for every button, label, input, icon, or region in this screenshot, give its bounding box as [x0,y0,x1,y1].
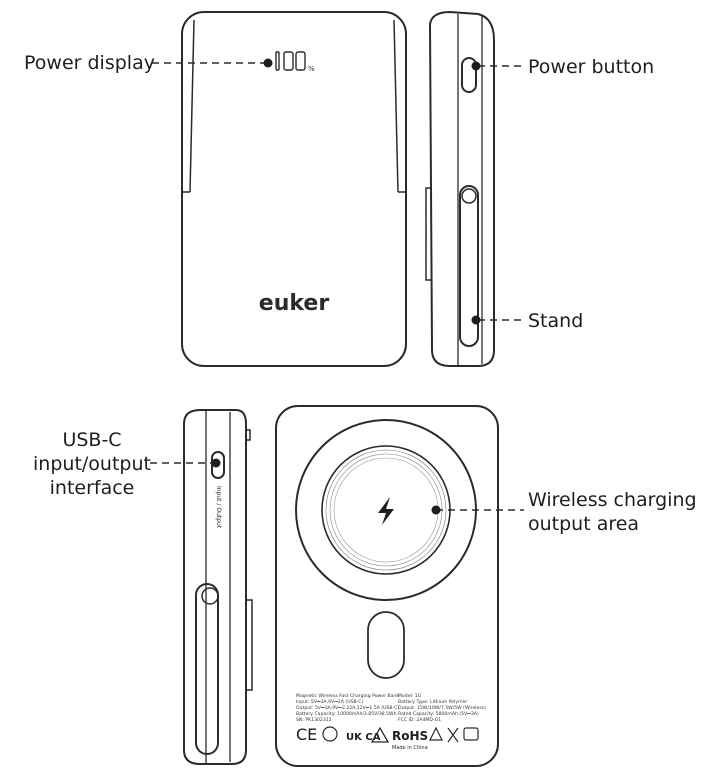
label-wireless-line1: Wireless charging [528,489,697,511]
dot-usb-c [211,458,221,468]
plate-col1-line1: Magnetic Wireless Fast Charging Power Ba… [296,693,399,699]
made-in-text: Made in China [392,745,428,751]
label-usb-c-line3: interface [49,477,135,499]
label-usb-c-line1: USB-C [62,429,122,451]
dot-power-button [471,61,481,71]
display-unit: % [308,65,315,73]
plate-col2-line4: Rated Capacity: 5800mAh (5V⎓3A) [398,711,479,717]
usb-side-body-outline [183,409,247,765]
plate-col1-line3: Output: 5V⎓3A,9V⎓2.22A,12V⎓1.5A (USB-C) [296,705,399,711]
plate-col1-line2: Input: 5V⎓3A,9V⎓2A (USB-C) [296,699,364,705]
plate-col1-line5: SN: PK1302312 [296,717,332,723]
dot-power-display [263,58,273,68]
label-power-display: Power display [24,52,155,74]
plane-icon [463,727,479,741]
label-plate: Magnetic Wireless Fast Charging Power Ba… [296,693,486,723]
plate-col2-line2: Battery Type: Lithium Polymer [398,699,467,705]
side-body-outline [428,10,495,367]
lanyard-slot [367,611,405,679]
side-recess [425,187,432,281]
dot-stand [471,315,481,325]
warning-triangle-icon [370,726,390,743]
label-wireless-line2: output area [528,513,640,535]
side-view-right [425,10,495,367]
callout-leaders [150,62,524,511]
power-display-digits [275,51,306,71]
back-view: CE UK CA RoHS Made in China [275,405,499,767]
callout-dots [211,58,481,515]
back-body-outline [275,405,499,767]
ukca-mark: UK CA [346,732,381,743]
weee-bin-icon [447,727,459,743]
port-side-text: Input / Output [215,486,222,529]
stand-shape-left [195,583,219,755]
stand-shape [459,185,479,347]
front-body-outline [181,11,407,367]
front-view: % euker [181,11,407,367]
label-stand: Stand [528,310,584,332]
plate-col2-line3: Output: 15W/10W/7.5W/5W (Wireless) [398,705,486,711]
dot-wireless [431,505,441,515]
recycle-icon [429,726,443,741]
rohs-mark: RoHS [392,729,428,743]
plate-col2-line1: Model: 1G [398,693,422,699]
front-side-seams [189,19,399,193]
label-power-button: Power button [528,56,655,78]
brand-logo: euker [259,291,330,316]
plate-col1-line4: Battery Capacity: 10000mAh/3.85V/38.5Wh [296,711,397,717]
label-usb-c-line2: input/output [33,453,151,475]
ps-mark [322,726,338,742]
power-button-shape [461,57,477,93]
ce-mark: CE [296,725,317,744]
plate-col2-line5: FCC ID: 2A4MD-G1 [398,717,441,723]
lightning-icon [378,497,394,525]
